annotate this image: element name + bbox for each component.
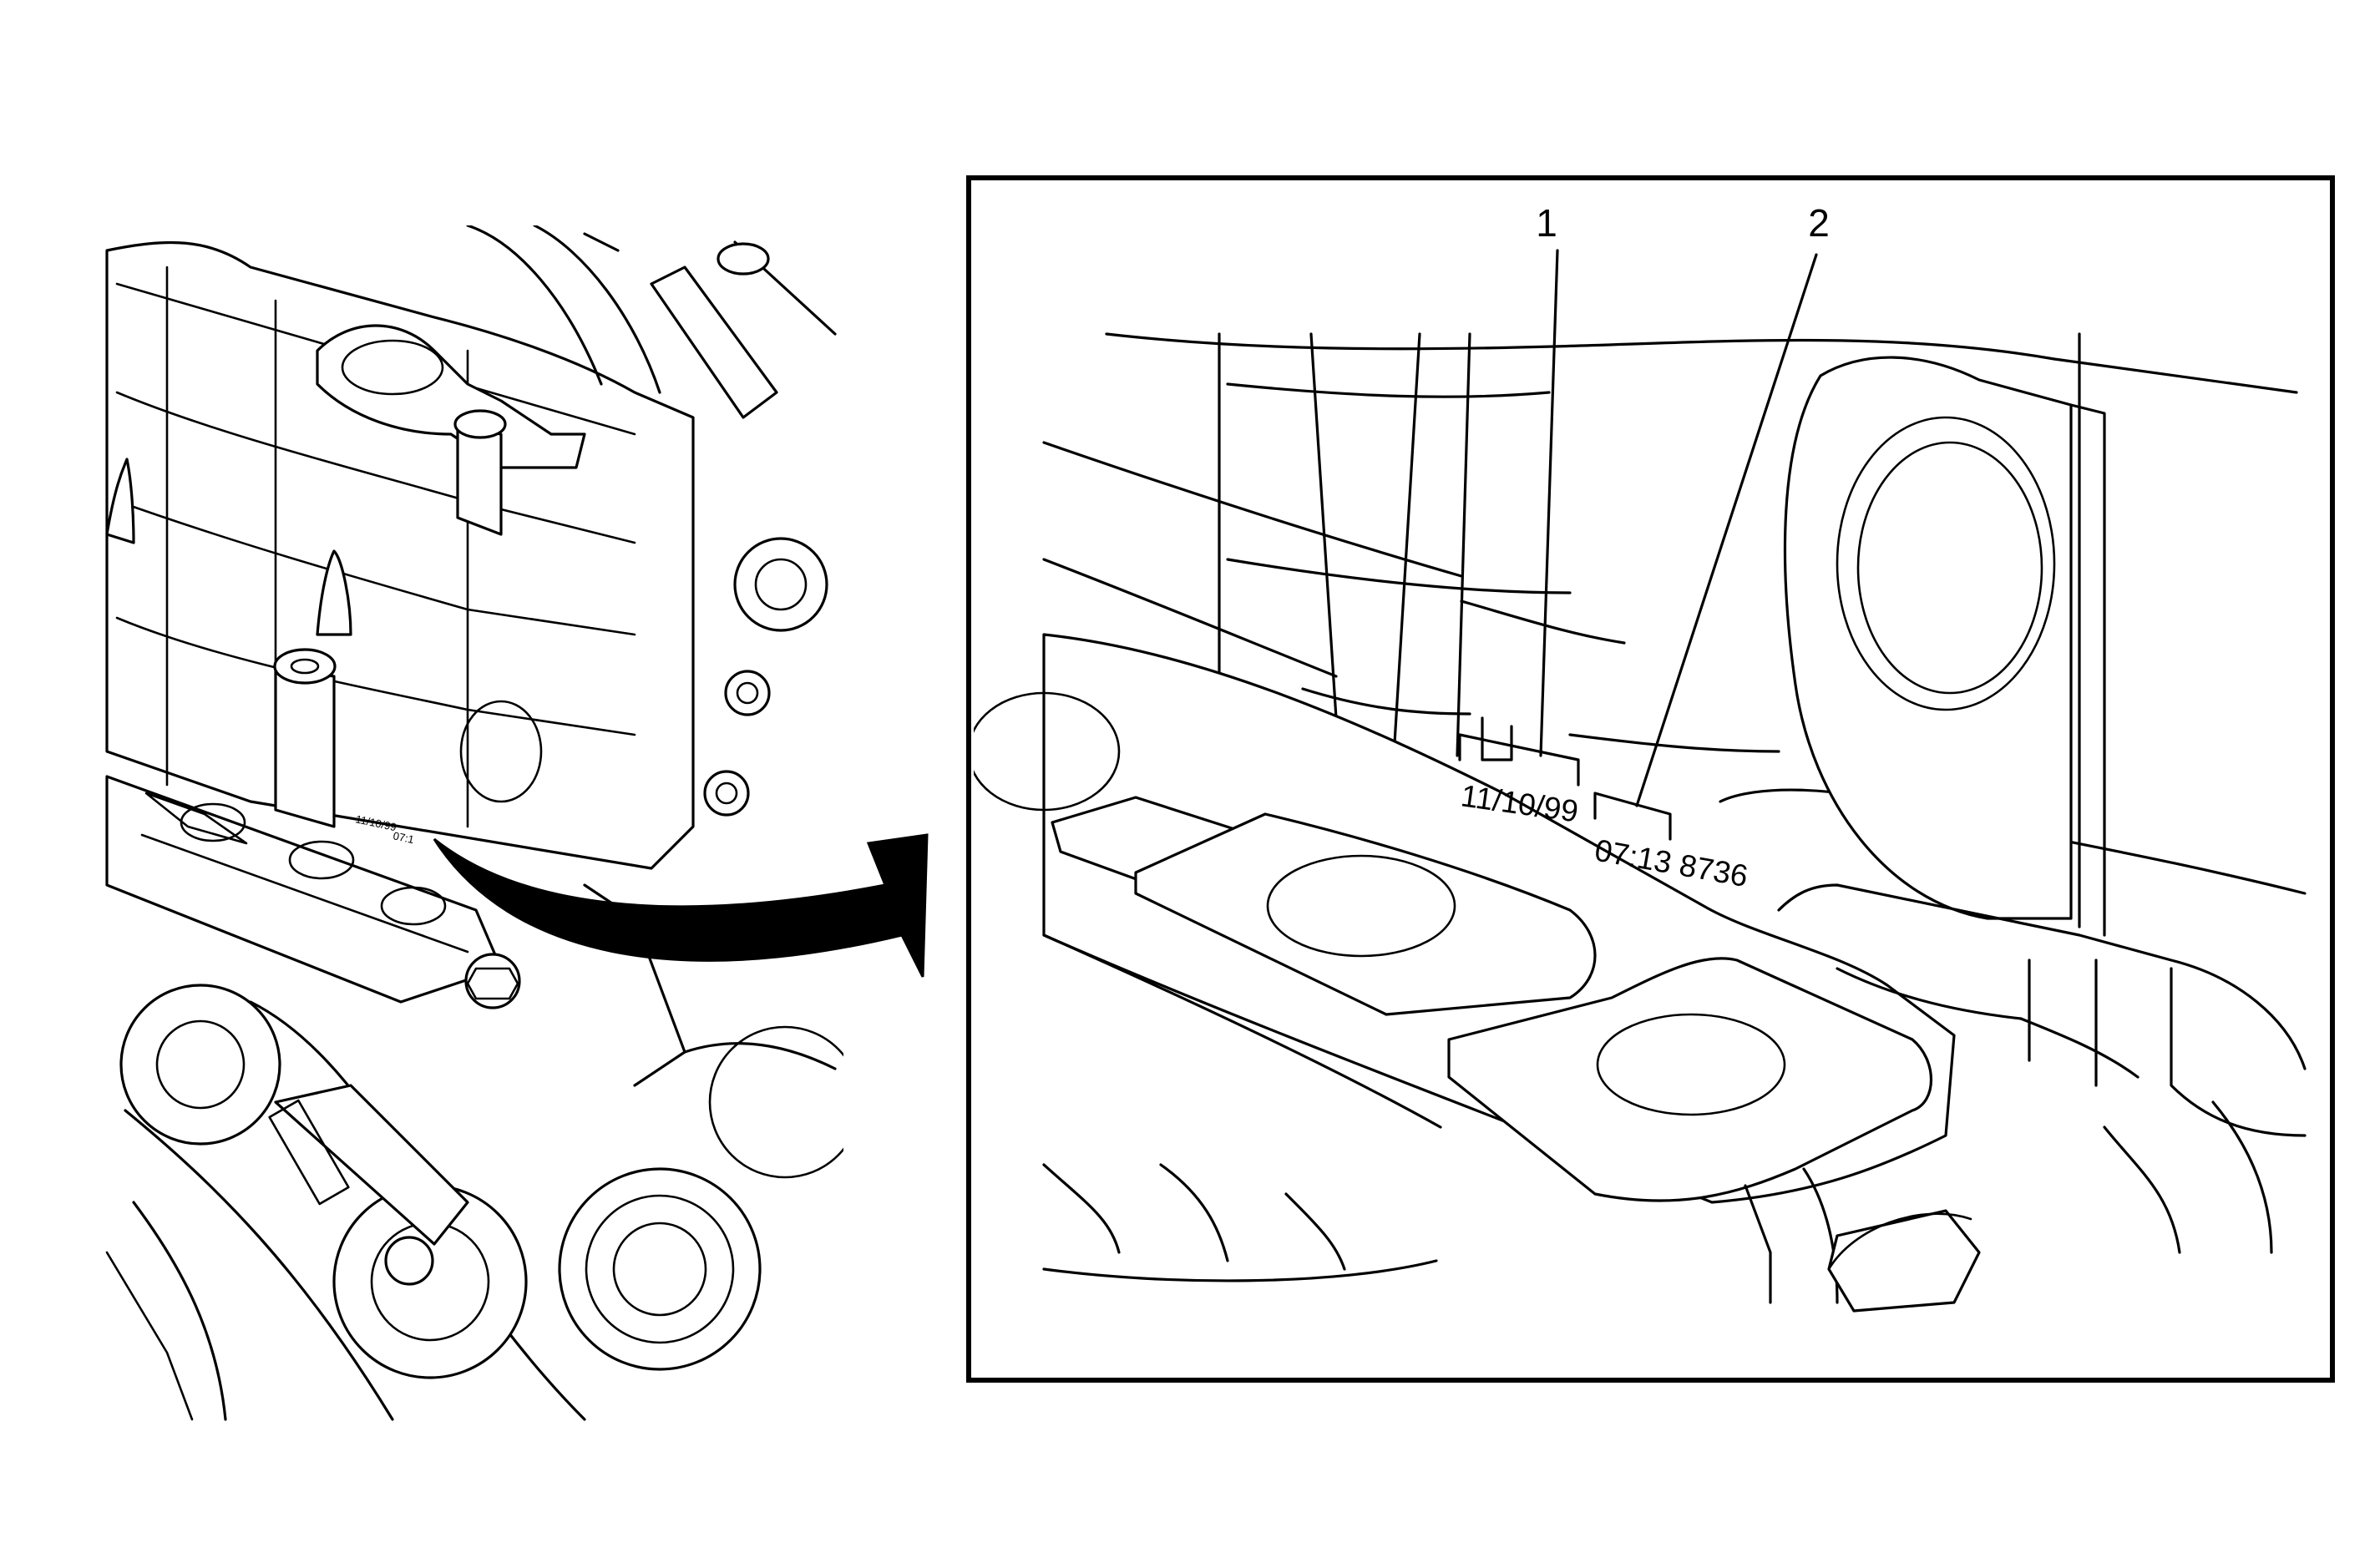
- callout-2-number: 2: [1808, 201, 1830, 245]
- overview-stamp-time: 07:1: [392, 829, 415, 846]
- tensioner-arm: [274, 1084, 469, 1246]
- injector-pad-right: [1447, 957, 1932, 1202]
- detail-view-panel: 11/10/99 07:13 8736 1 2: [966, 175, 2335, 1383]
- callout-1-leader: [1539, 249, 1559, 757]
- zoom-arrow: [433, 833, 929, 978]
- idler-pulley: [558, 1167, 762, 1371]
- throttle-port: [1783, 356, 2073, 920]
- injector-pad-center: [1134, 812, 1597, 1016]
- intake-manifold-outline: [105, 240, 695, 870]
- callout-2-leader: [1635, 253, 1818, 807]
- callout-1-number: 1: [1536, 201, 1557, 245]
- stamp-time-bracket: [1593, 792, 1672, 841]
- engine-overview-illustration: 11/10/99 07:1: [105, 225, 843, 1421]
- pulley-upper: [119, 984, 281, 1146]
- manifold-bracket: [316, 324, 586, 469]
- overview-stamp-date: 11/10/99: [354, 812, 398, 833]
- stamp-date-bracket: [1458, 733, 1580, 787]
- curved-arrow-icon: [433, 833, 929, 978]
